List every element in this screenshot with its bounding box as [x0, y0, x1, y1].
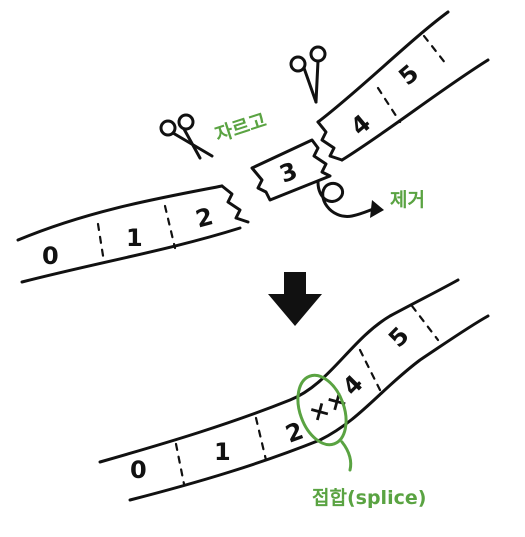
- cell-5-top: 5: [393, 59, 424, 91]
- cell-1-top: 1: [126, 224, 143, 252]
- tape-segment-right: [316, 10, 490, 162]
- down-arrow-icon: [268, 272, 322, 326]
- cell-2-top: 2: [193, 202, 216, 233]
- cell-5-bottom: 5: [383, 321, 415, 353]
- cell-0-bottom: 0: [130, 456, 147, 484]
- tape-spliced: [98, 278, 490, 502]
- splice-pointer-line: [340, 440, 353, 472]
- curly-arrow-icon: [316, 180, 384, 218]
- cell-3-top: 3: [276, 157, 301, 189]
- scissors-icon: [289, 45, 327, 104]
- cell-0-top: 0: [42, 242, 59, 270]
- splice-label: 접합(splice): [312, 487, 426, 509]
- tape-segment-left: [16, 184, 250, 284]
- cell-4-top: 4: [345, 109, 376, 141]
- cut-label: 자르고: [212, 109, 269, 146]
- cell-1-bottom: 1: [214, 438, 231, 466]
- scissors-icon: [159, 113, 214, 160]
- remove-label: 제거: [390, 189, 425, 211]
- splice-highlight: [296, 373, 348, 447]
- tape-segment-removed: [250, 138, 332, 202]
